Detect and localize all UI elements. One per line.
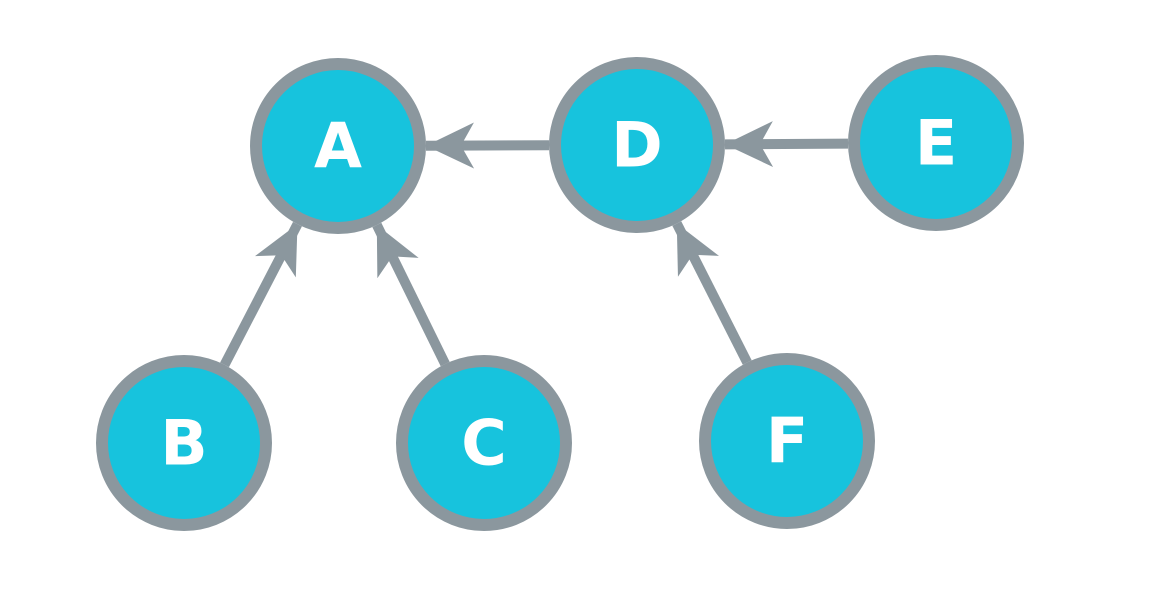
node-f: F (699, 353, 875, 529)
node-e: E (848, 55, 1024, 231)
node-b-label: B (160, 407, 207, 480)
node-d: D (549, 57, 725, 233)
node-b: B (96, 355, 272, 531)
edge-e-d-arrow (724, 121, 849, 168)
edge-f-d-arrow (672, 221, 752, 365)
node-a: A (250, 58, 426, 234)
edge-b-a-arrow (220, 221, 302, 368)
node-d-label: D (611, 109, 662, 182)
node-c-label: C (461, 407, 507, 480)
node-a-label: A (314, 110, 362, 183)
node-a-circle (250, 58, 426, 234)
node-f-circle (699, 353, 875, 529)
node-c-circle (396, 355, 572, 531)
node-c: C (396, 355, 572, 531)
node-e-circle (848, 55, 1024, 231)
node-b-circle (96, 355, 272, 531)
node-e-label: E (915, 107, 957, 180)
node-d-circle (549, 57, 725, 233)
node-f-label: F (766, 405, 808, 478)
edge-c-a-arrow (372, 222, 450, 367)
